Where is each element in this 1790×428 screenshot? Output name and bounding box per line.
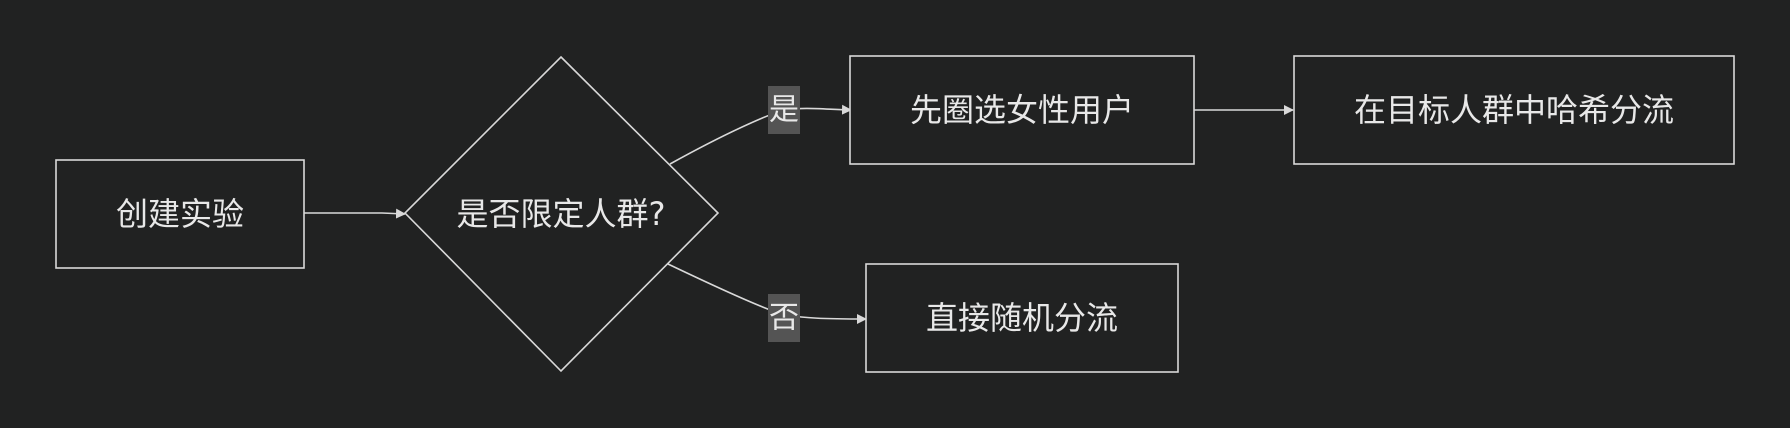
edge-label-no: 否 [768, 294, 800, 342]
edge-label-no-text: 否 [769, 301, 799, 336]
node-select-female-users: 先圈选女性用户 [849, 55, 1195, 165]
edge-create-to-decision [304, 208, 406, 219]
node-random-split: 直接随机分流 [865, 263, 1179, 373]
edge-decision-to-random [667, 263, 867, 324]
node-random-split-label: 直接随机分流 [926, 299, 1118, 337]
node-hash-split: 在目标人群中哈希分流 [1293, 55, 1735, 165]
node-decision-label: 是否限定人群? [457, 195, 666, 233]
edge-label-yes-text: 是 [769, 93, 799, 128]
node-decision: 是否限定人群? [403, 55, 720, 373]
edge-decision-to-female [669, 104, 852, 165]
node-hash-split-label: 在目标人群中哈希分流 [1354, 91, 1674, 129]
node-create-experiment: 创建实验 [55, 159, 305, 269]
node-select-female-users-label: 先圈选女性用户 [910, 91, 1134, 129]
edge-label-yes: 是 [768, 86, 800, 134]
node-create-experiment-label: 创建实验 [116, 195, 244, 233]
